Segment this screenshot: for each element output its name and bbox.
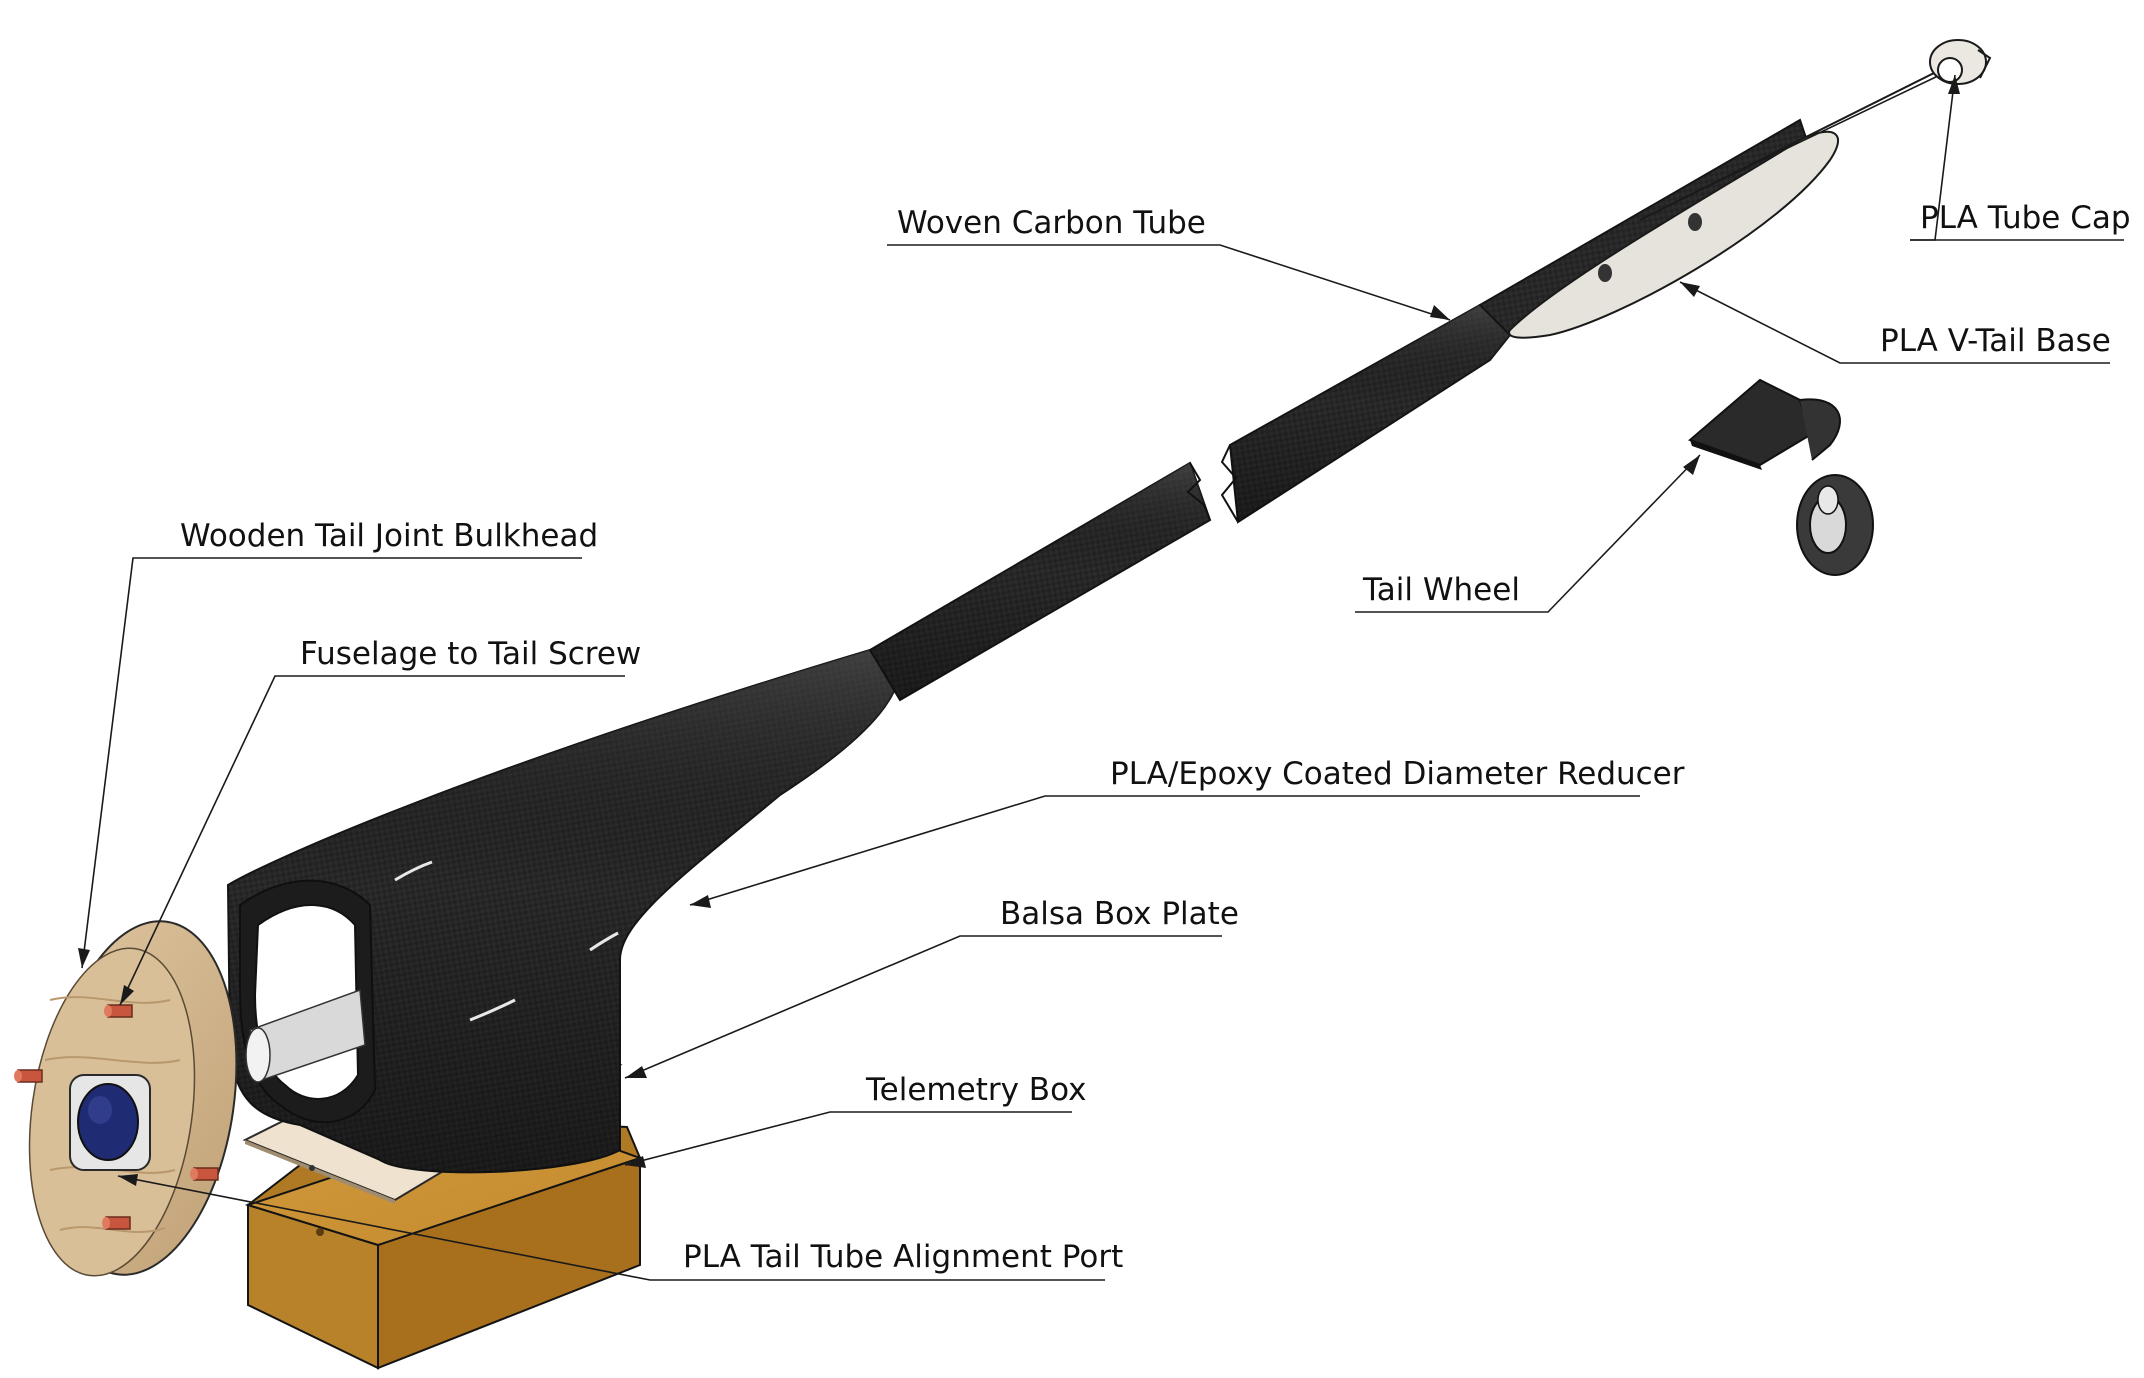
fuselage-screws <box>14 1004 219 1230</box>
callout-balsa-box-plate: Balsa Box Plate <box>624 896 1239 1079</box>
screw-4 <box>102 1216 131 1230</box>
screw-2 <box>14 1069 43 1083</box>
label-pla-v-tail-base: PLA V-Tail Base <box>1880 323 2111 359</box>
callout-wooden-bulkhead: Wooden Tail Joint Bulkhead <box>78 518 598 969</box>
label-telemetry-box: Telemetry Box <box>865 1072 1086 1108</box>
callout-pla-tube-cap: PLA Tube Cap <box>1910 74 2131 241</box>
label-fuselage-screw: Fuselage to Tail Screw <box>300 636 641 672</box>
callout-pla-v-tail-base: PLA V-Tail Base <box>1679 281 2111 364</box>
label-wooden-bulkhead: Wooden Tail Joint Bulkhead <box>180 518 598 554</box>
tail-wheel <box>1688 378 1874 576</box>
label-pla-tube-cap: PLA Tube Cap <box>1920 200 2131 236</box>
label-alignment-port: PLA Tail Tube Alignment Port <box>683 1239 1123 1275</box>
carbon-tube-upper <box>1220 118 1812 524</box>
carbon-tube-lower <box>868 461 1212 702</box>
label-diameter-reducer: PLA/Epoxy Coated Diameter Reducer <box>1110 756 1685 792</box>
label-woven-carbon-tube: Woven Carbon Tube <box>897 205 1206 241</box>
callout-telemetry-box: Telemetry Box <box>624 1072 1086 1168</box>
callout-diameter-reducer: PLA/Epoxy Coated Diameter Reducer <box>689 756 1685 908</box>
callout-alignment-port: PLA Tail Tube Alignment Port <box>117 1174 1123 1281</box>
screw-1 <box>104 1004 133 1018</box>
screw-3 <box>190 1167 219 1181</box>
callout-fuselage-screw: Fuselage to Tail Screw <box>119 636 641 1006</box>
label-balsa-box-plate: Balsa Box Plate <box>1000 896 1239 932</box>
alignment-port <box>69 1074 151 1171</box>
pla-tube-cap <box>1929 39 1992 85</box>
pla-v-tail-base <box>1508 69 1941 339</box>
label-tail-wheel: Tail Wheel <box>1362 572 1520 608</box>
diameter-reducer <box>226 648 902 1174</box>
callout-tail-wheel: Tail Wheel <box>1355 454 1701 613</box>
callout-woven-carbon-tube: Woven Carbon Tube <box>887 205 1451 321</box>
